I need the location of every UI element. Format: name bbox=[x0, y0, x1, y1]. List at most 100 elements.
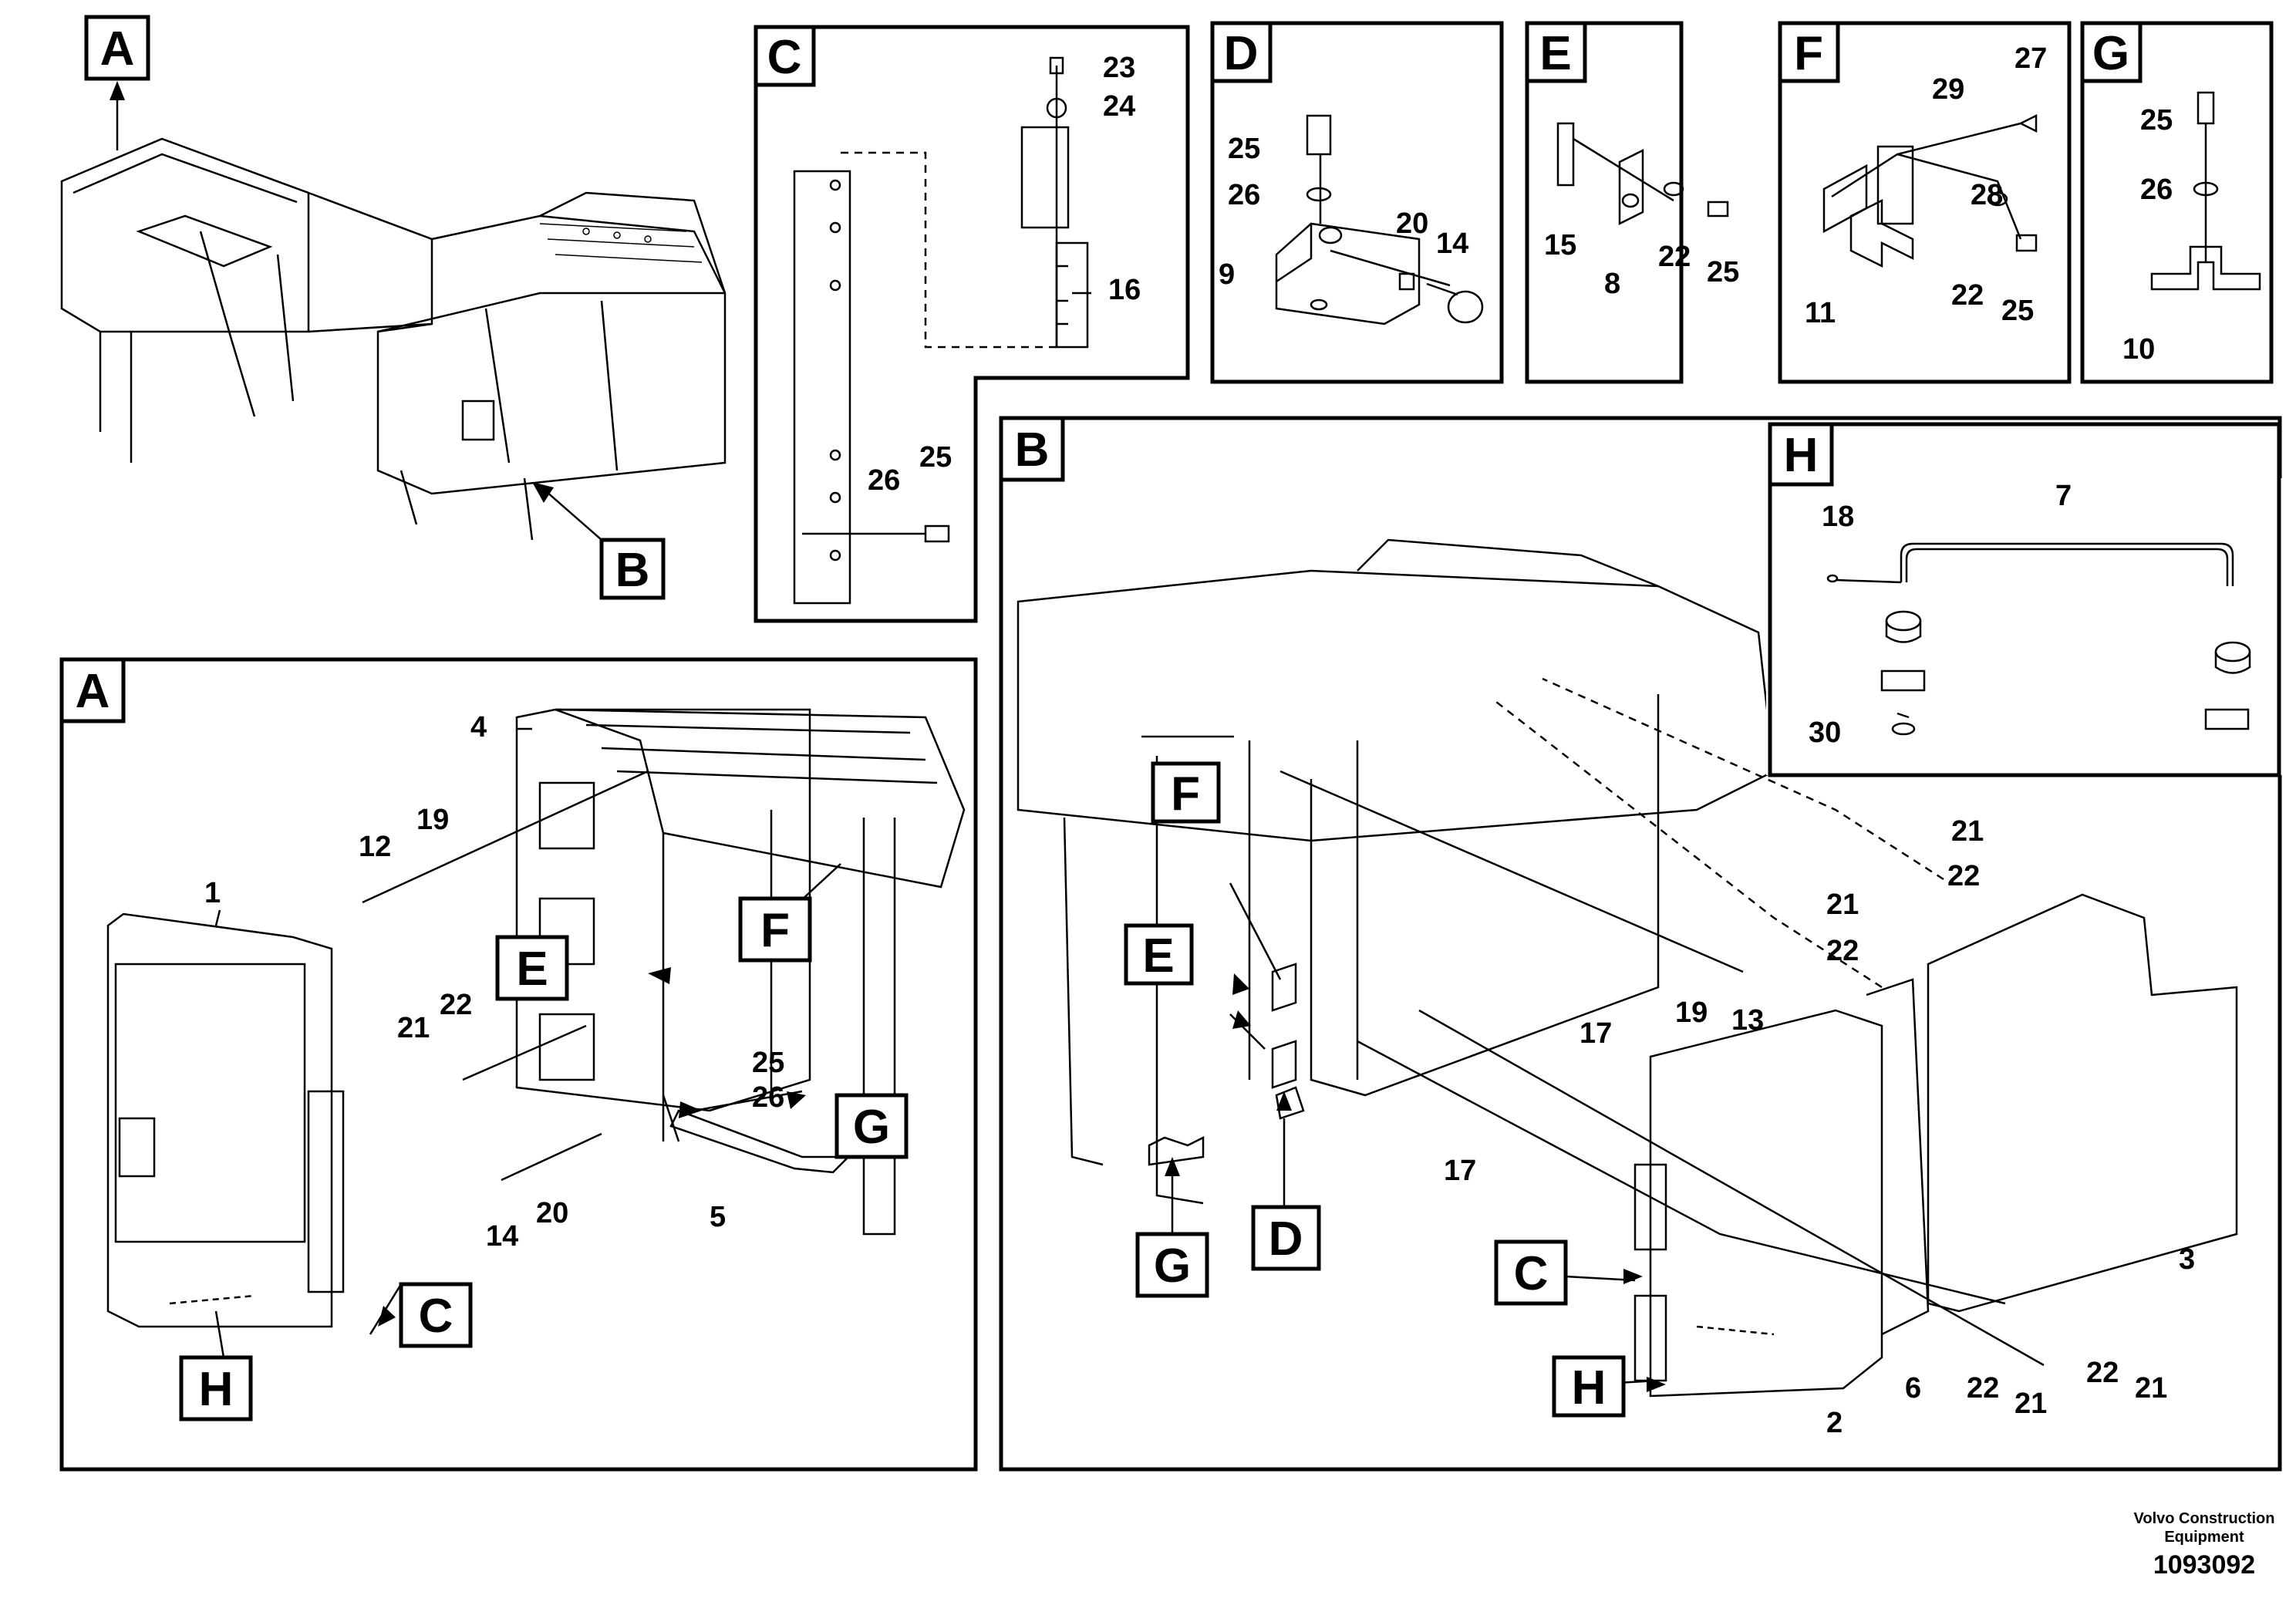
panel-b-frame bbox=[999, 416, 2282, 1472]
svg-text:A: A bbox=[76, 665, 110, 718]
svg-text:H: H bbox=[199, 1363, 234, 1416]
svg-text:B: B bbox=[615, 544, 650, 597]
panel-c-title: C bbox=[754, 25, 816, 87]
part-label-1: 1 bbox=[204, 877, 221, 909]
overview-machine bbox=[60, 137, 727, 541]
part-label-16: 16 bbox=[1108, 274, 1141, 306]
part-label-5: 5 bbox=[710, 1201, 726, 1233]
svg-text:D: D bbox=[1224, 27, 1259, 80]
part-label-25-a: 25 bbox=[752, 1047, 784, 1079]
callout-box-e-panel-b: E bbox=[1124, 923, 1194, 986]
svg-text:F: F bbox=[760, 904, 790, 957]
callout-box-h-panel-a: H bbox=[179, 1355, 253, 1421]
svg-text:C: C bbox=[1514, 1247, 1549, 1300]
part-label-21-b3: 21 bbox=[2014, 1388, 2047, 1420]
part-label-25-f: 25 bbox=[2001, 295, 2034, 327]
svg-text:F: F bbox=[1171, 767, 1200, 821]
part-label-30: 30 bbox=[1809, 717, 1841, 749]
svg-text:H: H bbox=[1784, 429, 1819, 482]
part-label-17-b1: 17 bbox=[1580, 1017, 1612, 1050]
svg-text:G: G bbox=[1154, 1239, 1191, 1293]
panel-a-drawing bbox=[106, 708, 966, 1328]
callout-box-a-overview: A bbox=[84, 15, 150, 81]
svg-text:F: F bbox=[1794, 27, 1823, 80]
part-label-14-a: 14 bbox=[486, 1220, 518, 1253]
footer-credit: Volvo Construction Equipment 1093092 bbox=[2134, 1510, 2275, 1580]
part-label-22-b3: 22 bbox=[1967, 1372, 1999, 1404]
panel-g-frame bbox=[2080, 21, 2274, 384]
panel-e-title: E bbox=[1525, 21, 1587, 83]
callout-box-f-panel-a: F bbox=[738, 896, 812, 963]
panel-d-title: D bbox=[1210, 21, 1273, 83]
part-label-22-b1: 22 bbox=[1947, 860, 1980, 892]
panel-e-drawing bbox=[1556, 122, 1729, 226]
panel-d-frame bbox=[1210, 21, 1504, 384]
part-label-21-b2: 21 bbox=[1826, 889, 1859, 921]
part-label-25-c: 25 bbox=[919, 441, 952, 474]
part-label-2: 2 bbox=[1826, 1407, 1843, 1439]
part-label-22-a: 22 bbox=[440, 989, 472, 1021]
part-label-9: 9 bbox=[1219, 258, 1235, 291]
panel-a-frame bbox=[59, 657, 978, 1472]
panel-h-drawing bbox=[1826, 542, 2251, 736]
part-label-21-b1: 21 bbox=[1951, 815, 1984, 848]
panel-c-frame bbox=[754, 25, 1190, 623]
callout-box-h-panel-b: H bbox=[1552, 1355, 1626, 1418]
part-label-29: 29 bbox=[1932, 73, 1964, 106]
panel-f-drawing bbox=[1822, 113, 2038, 268]
part-label-17-b2: 17 bbox=[1444, 1155, 1476, 1187]
part-label-22-b4: 22 bbox=[2086, 1357, 2119, 1389]
part-label-26-c: 26 bbox=[868, 464, 900, 497]
svg-text:H: H bbox=[1572, 1361, 1607, 1415]
panel-f-title: F bbox=[1778, 21, 1840, 83]
part-label-26-d: 26 bbox=[1228, 179, 1260, 211]
part-label-24: 24 bbox=[1103, 90, 1135, 123]
callout-box-c-panel-a: C bbox=[399, 1282, 473, 1348]
part-label-22-b2: 22 bbox=[1826, 935, 1859, 967]
part-label-19-b: 19 bbox=[1675, 996, 1708, 1029]
part-label-6: 6 bbox=[1905, 1372, 1921, 1404]
svg-text:E: E bbox=[1539, 27, 1571, 80]
part-label-12: 12 bbox=[359, 831, 391, 863]
callout-box-c-panel-b: C bbox=[1494, 1239, 1568, 1306]
part-label-20-a: 20 bbox=[536, 1197, 568, 1229]
svg-text:Equipment: Equipment bbox=[2164, 1529, 2244, 1546]
part-label-7: 7 bbox=[2055, 480, 2072, 512]
part-label-23: 23 bbox=[1103, 52, 1135, 84]
part-label-8: 8 bbox=[1604, 268, 1620, 300]
svg-text:B: B bbox=[1015, 423, 1050, 477]
svg-text:E: E bbox=[1142, 929, 1174, 983]
part-label-15: 15 bbox=[1544, 229, 1576, 261]
callout-box-f-panel-b: F bbox=[1151, 761, 1221, 824]
svg-text:G: G bbox=[2092, 27, 2129, 80]
part-label-4: 4 bbox=[470, 711, 487, 744]
part-label-18: 18 bbox=[1822, 501, 1854, 533]
panel-c-drawing bbox=[793, 56, 1089, 605]
panel-h-title: H bbox=[1768, 422, 1834, 487]
part-label-25-e: 25 bbox=[1707, 256, 1739, 288]
part-label-10: 10 bbox=[2122, 333, 2155, 366]
part-label-25-d: 25 bbox=[1228, 133, 1260, 165]
part-label-26-a: 26 bbox=[752, 1081, 784, 1114]
callout-box-g-panel-a: G bbox=[834, 1093, 909, 1159]
panel-h-frame bbox=[1768, 422, 2281, 777]
part-label-25-g: 25 bbox=[2140, 104, 2173, 137]
svg-text:C: C bbox=[767, 31, 802, 84]
panel-g-drawing bbox=[2150, 91, 2261, 291]
part-label-13: 13 bbox=[1731, 1004, 1764, 1037]
panel-f-frame bbox=[1778, 21, 2072, 384]
panel-e-frame bbox=[1525, 21, 1684, 384]
part-label-21-a: 21 bbox=[397, 1012, 430, 1044]
svg-text:E: E bbox=[516, 943, 548, 996]
svg-text:G: G bbox=[853, 1101, 890, 1154]
panel-g-title: G bbox=[2080, 21, 2143, 83]
part-label-28: 28 bbox=[1971, 179, 2003, 211]
arrowheads bbox=[110, 81, 1666, 1392]
callout-box-g-panel-b: G bbox=[1135, 1232, 1209, 1298]
part-label-22-f: 22 bbox=[1951, 279, 1984, 312]
part-label-21-b4: 21 bbox=[2135, 1372, 2167, 1404]
part-label-19-a: 19 bbox=[416, 804, 449, 836]
svg-text:Volvo Construction: Volvo Construction bbox=[2134, 1510, 2275, 1527]
panel-d-drawing bbox=[1275, 114, 1484, 325]
leader-lines bbox=[116, 89, 1910, 1386]
